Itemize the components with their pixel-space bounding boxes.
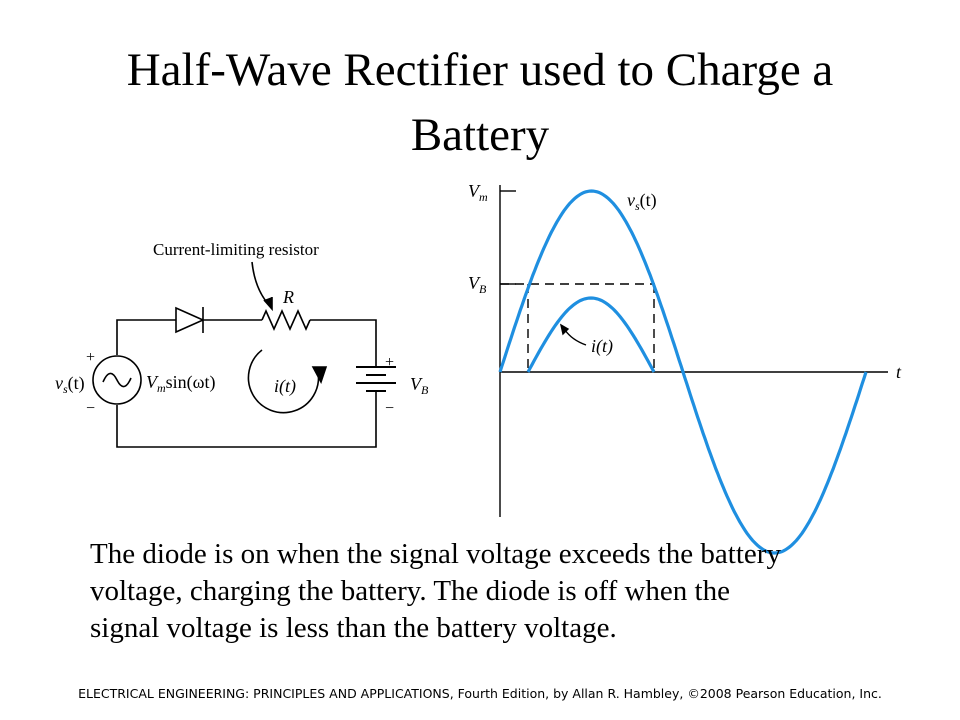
explanation-line-1: The diode is on when the signal voltage … — [90, 538, 781, 570]
explanation-text: The diode is on when the signal voltage … — [90, 536, 910, 647]
wire-top-right — [310, 319, 377, 352]
title-line-1: Half-Wave Rectifier used to Charge a — [126, 44, 834, 96]
source-plus: + — [86, 349, 95, 366]
vs-curve — [498, 189, 868, 555]
wire-bottom — [116, 400, 377, 448]
slide-title: Half-Wave Rectifier used to Charge a Bat… — [0, 38, 960, 168]
source-expression: Vmsin(ωt) — [146, 372, 216, 395]
battery-minus: − — [385, 400, 394, 417]
resistor-symbol — [261, 309, 311, 331]
current-label: i(t) — [274, 376, 296, 397]
vb-label: VB — [468, 273, 487, 296]
current-loop-arrow — [247, 349, 320, 414]
battery-label: VB — [410, 374, 429, 397]
resistor-label: R — [282, 287, 294, 307]
explanation-line-2: voltage, charging the battery. The diode… — [90, 575, 730, 607]
resistor-annotation: Current-limiting resistor — [153, 240, 319, 259]
t-axis-label: t — [896, 362, 902, 382]
vs-label: vs(t) — [627, 190, 657, 213]
diode-symbol — [175, 306, 205, 334]
source-minus: − — [86, 400, 95, 417]
title-line-2: Battery — [410, 109, 550, 161]
battery-plus: + — [385, 354, 394, 371]
footer-credit: ELECTRICAL ENGINEERING: PRINCIPLES AND A… — [78, 686, 882, 701]
i-label: i(t) — [591, 336, 613, 357]
voltage-source-symbol — [92, 355, 142, 405]
source-label: vs(t) — [55, 373, 85, 396]
current-label-arrow — [564, 329, 587, 346]
vm-label: Vm — [468, 181, 488, 204]
wire-top-left — [116, 319, 176, 355]
i-curve — [526, 296, 656, 373]
explanation-line-3: signal voltage is less than the battery … — [90, 612, 617, 644]
